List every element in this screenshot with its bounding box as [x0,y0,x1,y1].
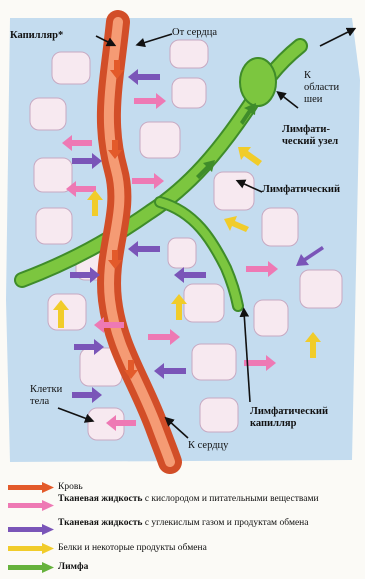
legend-bold: Тканевая жидкость [58,518,142,528]
legend-text: Белки и некоторые продукты обмена [58,543,207,553]
body-cells-label: Клетки тела [30,384,62,408]
lymph-node-label: Лимфати- ческий узел [282,124,338,148]
body-cell [254,300,288,336]
legend-bold: Лимфа [58,562,88,572]
body-cell [172,78,206,108]
to-heart-label: К сердцу [188,440,228,452]
purple-arrow-icon [8,524,54,535]
body-cell [184,284,224,322]
legend-text: Кровь [58,482,83,492]
legend-text: с кислородом и питательными веществами [142,494,318,504]
body-cell [52,52,90,84]
body-cell [34,158,72,192]
body-cell [262,208,298,246]
legend-bold: Тканевая жидкость [58,494,142,504]
pink-arrow-icon [8,500,54,511]
green-arrow-icon [8,562,54,573]
lymph-node [240,58,276,106]
lymph-vessel-label: Лимфатический [262,184,340,196]
body-cell [30,98,66,130]
body-cell [36,208,72,244]
body-cell [48,294,86,330]
body-cell [200,398,238,432]
lymph-capillary-label: Лимфатический капилляр [250,406,328,430]
capillary-label: Капилляр* [10,30,63,42]
blood-arrow-icon [8,482,54,493]
legend-text: с углекислым газом и продуктам обмена [142,518,308,528]
body-cell [168,238,196,268]
body-cell [170,40,208,68]
body-cell [140,122,180,158]
body-cell [300,270,342,308]
from-heart-label: От сердца [172,27,217,39]
body-cell [214,172,254,210]
neck-label: К области шеи [304,70,339,106]
body-cell [192,344,236,380]
yellow-arrow-icon [8,543,54,554]
